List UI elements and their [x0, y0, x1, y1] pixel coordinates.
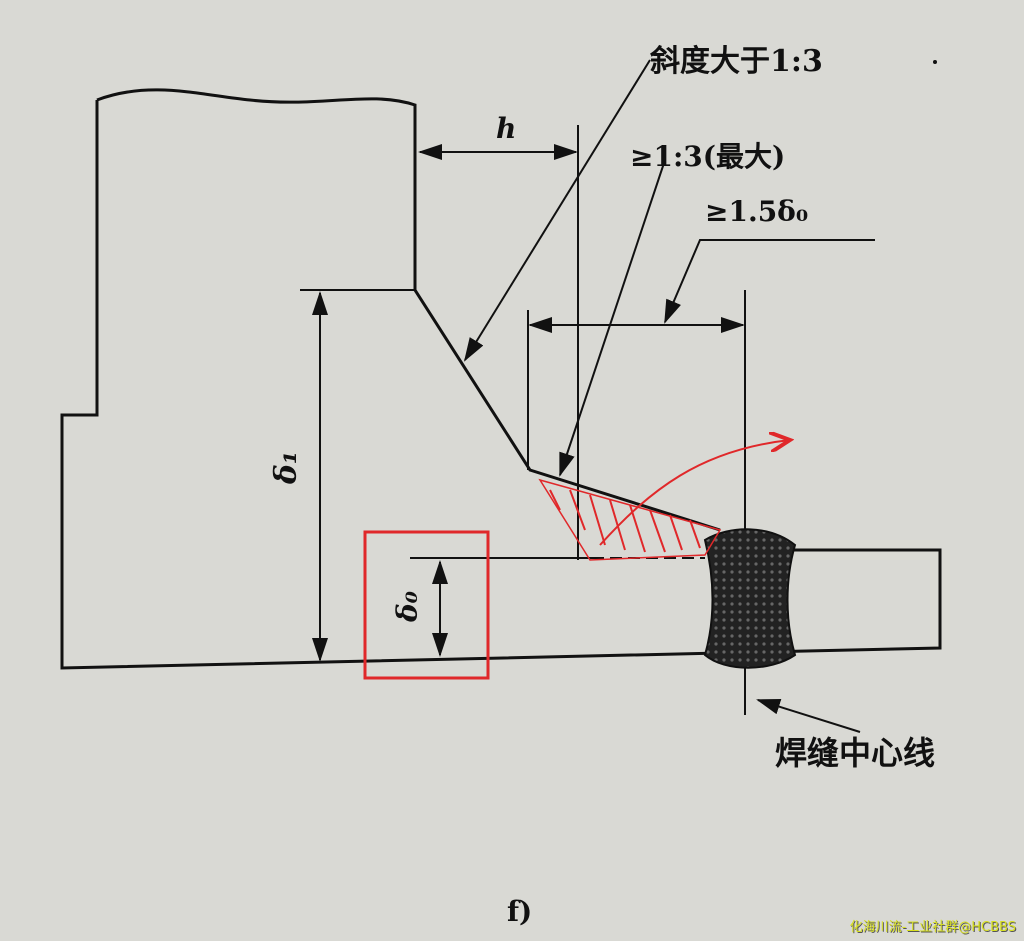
delta0-label: δ₀	[390, 591, 424, 622]
highlight-box	[363, 530, 490, 680]
leader-centerline	[756, 698, 861, 733]
red-arrow	[599, 440, 790, 546]
red-annotation	[363, 440, 790, 680]
leader-ratio	[559, 159, 666, 477]
leader-length	[664, 239, 875, 324]
leader-slope	[463, 59, 651, 362]
max-ratio-label: ≥1:3(最大)	[630, 140, 786, 173]
slope-label: 斜度大于1:3	[650, 44, 823, 79]
min-length-label: ≥1.5δ₀	[705, 195, 809, 228]
watermark: 化海川流-工业社群@HCBBS	[849, 920, 1016, 935]
weld-centerline-label: 焊缝中心线	[775, 734, 936, 772]
delta1-label: δ₁	[269, 450, 305, 485]
figure-label: f)	[507, 895, 533, 928]
flange-outline	[60, 88, 942, 670]
weld-bead	[703, 528, 797, 669]
h-label: h	[496, 112, 517, 145]
